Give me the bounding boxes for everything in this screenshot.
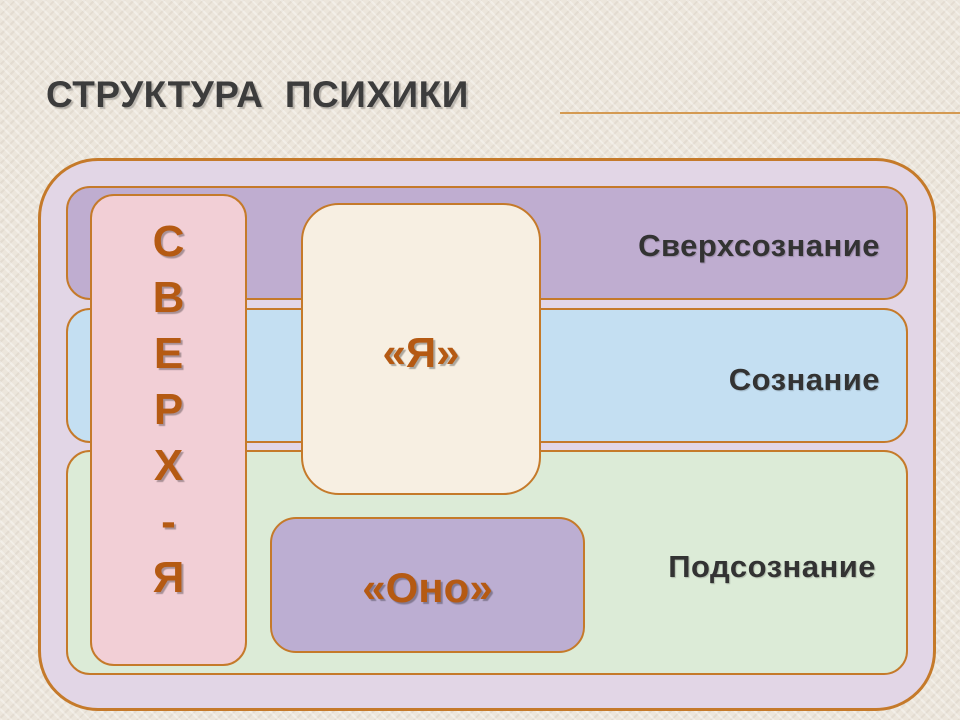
id-box: «Оно» (270, 517, 585, 653)
superego-letter: Я (152, 553, 185, 602)
ego-label: «Я» (382, 329, 460, 376)
superego-letter: Р (153, 385, 184, 434)
superego-letter: Х (153, 441, 184, 490)
superego-column: С В Е Р Х - Я (90, 194, 247, 666)
title-underline (560, 112, 960, 114)
superego-letter: В (152, 273, 185, 322)
conscious-label: Сознание (728, 362, 880, 397)
ego-box: «Я» (301, 203, 541, 495)
superconscious-label: Сверхсознание (638, 228, 880, 263)
subconscious-label: Подсознание (668, 549, 876, 584)
superego-letter: С (152, 217, 185, 266)
slide-title: СТРУКТУРА ПСИХИКИ (46, 74, 469, 115)
superego-letter: - (161, 497, 176, 546)
superego-letter: Е (153, 329, 184, 378)
id-label: «Оно» (362, 564, 493, 611)
